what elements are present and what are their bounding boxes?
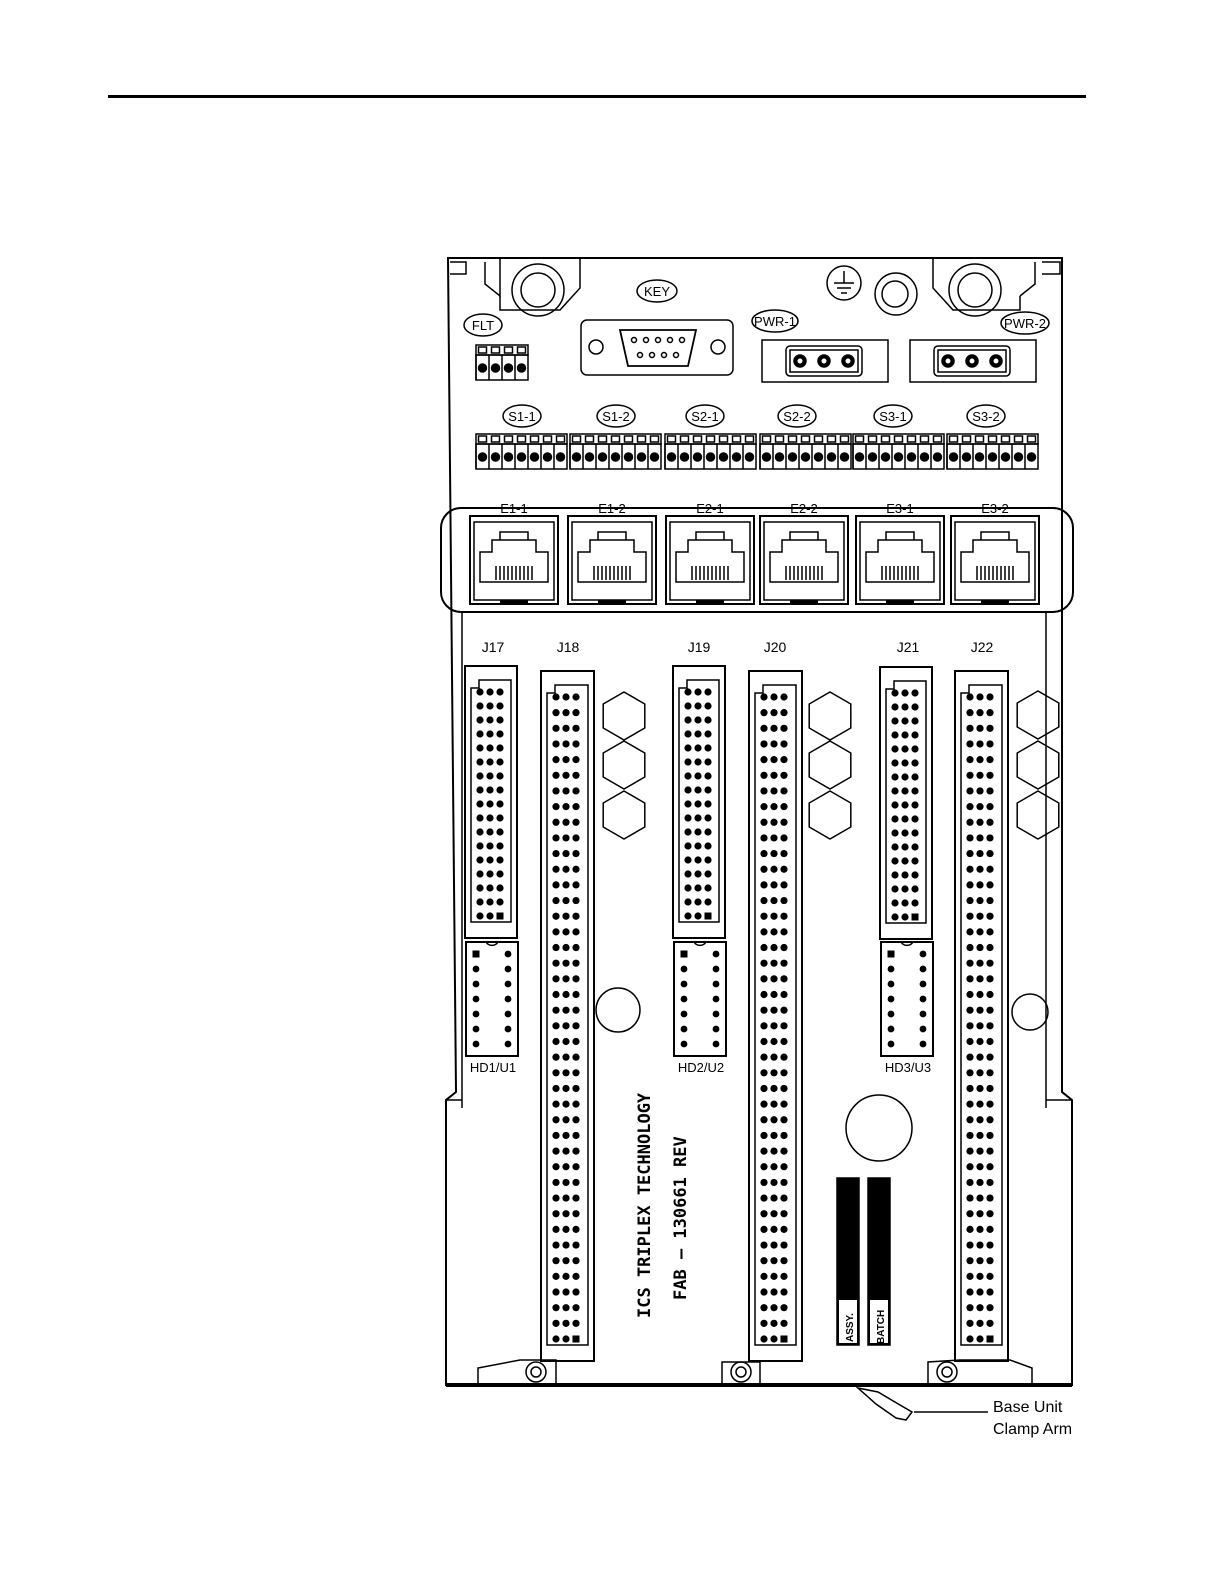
hex-standoff-4 bbox=[809, 692, 851, 740]
header-label-1: HD1/U1 bbox=[470, 1060, 516, 1075]
serial-label-s2-1: S2-1 bbox=[691, 409, 718, 424]
serial-label-s2-2: S2-2 bbox=[783, 409, 810, 424]
round-hole-2 bbox=[1012, 994, 1048, 1030]
ethernet-port-e3-1: E3-1 bbox=[856, 501, 944, 604]
header-label-3: HD3/U3 bbox=[885, 1060, 931, 1075]
pwr1-connector bbox=[762, 340, 888, 382]
hex-standoff-1 bbox=[603, 692, 645, 740]
hex-standoff-3 bbox=[603, 791, 645, 839]
ethernet-label-e2-1: E2-1 bbox=[696, 501, 723, 516]
board-text-manufacturer: ICS TRIPLEX TECHNOLOGY bbox=[635, 1092, 655, 1318]
serial-label-s1-1: S1-1 bbox=[508, 409, 535, 424]
hex-standoff-2 bbox=[603, 741, 645, 789]
flt-label: FLT bbox=[472, 318, 494, 333]
ethernet-bay bbox=[441, 508, 1073, 612]
jack-j17: J17 bbox=[465, 639, 517, 938]
header-hd3-u3: HD3/U3 bbox=[881, 942, 933, 1075]
clamp-callout-line1: Base Unit bbox=[993, 1399, 1063, 1416]
ethernet-label-e1-1: E1-1 bbox=[500, 501, 527, 516]
hex-standoff-6 bbox=[809, 791, 851, 839]
serial-block-6 bbox=[947, 434, 1038, 469]
db9-connector bbox=[581, 320, 733, 375]
jack-label-j22: J22 bbox=[971, 639, 994, 655]
jack-j20: J20 bbox=[749, 639, 802, 1361]
hex-standoff-5 bbox=[809, 741, 851, 789]
ethernet-port-e2-1: E2-1 bbox=[666, 501, 754, 604]
batch-strip: BATCH bbox=[868, 1178, 890, 1345]
jack-j21: J21 bbox=[880, 639, 932, 939]
ethernet-label-e2-2: E2-2 bbox=[790, 501, 817, 516]
jack-label-j17: J17 bbox=[482, 639, 505, 655]
bottom-screws bbox=[478, 1360, 1032, 1385]
serial-block-2 bbox=[570, 434, 661, 469]
clamp-callout-line2: Clamp Arm bbox=[993, 1421, 1072, 1438]
round-hole-3 bbox=[846, 1095, 912, 1161]
pwr2-label: PWR-2 bbox=[1004, 316, 1046, 331]
round-hole-1 bbox=[596, 988, 640, 1032]
serial-terminal-blocks bbox=[476, 434, 1038, 469]
ethernet-port-e3-2: E3-2 bbox=[951, 501, 1039, 604]
hex-standoff-9 bbox=[1017, 791, 1059, 839]
serial-block-1 bbox=[476, 434, 567, 469]
pwr2-connector bbox=[910, 340, 1036, 382]
serial-label-s1-2: S1-2 bbox=[602, 409, 629, 424]
jack-j19: J19 bbox=[673, 639, 725, 938]
serial-label-s3-2: S3-2 bbox=[972, 409, 999, 424]
flt-terminal-block bbox=[476, 345, 528, 380]
assy-label: ASSY. bbox=[845, 1313, 856, 1342]
board-text-fab: FAB – 130661 REV bbox=[671, 1136, 691, 1300]
key-label: KEY bbox=[644, 284, 670, 299]
jack-label-j20: J20 bbox=[764, 639, 787, 655]
serial-block-4 bbox=[760, 434, 851, 469]
ethernet-label-e1-2: E1-2 bbox=[598, 501, 625, 516]
ethernet-port-e2-2: E2-2 bbox=[760, 501, 848, 604]
ethernet-port-e1-2: E1-2 bbox=[568, 501, 656, 604]
mounting-hole-top-right bbox=[949, 264, 1001, 316]
serial-block-5 bbox=[853, 434, 944, 469]
serial-label-s3-1: S3-1 bbox=[879, 409, 906, 424]
jack-label-j19: J19 bbox=[688, 639, 711, 655]
jack-j18: J18 bbox=[541, 639, 594, 1361]
header-hd2-u2: HD2/U2 bbox=[674, 942, 726, 1075]
batch-label: BATCH bbox=[876, 1310, 887, 1344]
ground-symbol bbox=[827, 266, 861, 300]
jack-label-j21: J21 bbox=[897, 639, 920, 655]
pwr1-label: PWR-1 bbox=[754, 314, 796, 329]
hex-standoff-8 bbox=[1017, 741, 1059, 789]
ethernet-port-e1-1: E1-1 bbox=[470, 501, 558, 604]
serial-block-3 bbox=[665, 434, 756, 469]
jack-label-j18: J18 bbox=[557, 639, 580, 655]
flt-terminal bbox=[476, 345, 528, 380]
header-hd1-u1: HD1/U1 bbox=[466, 942, 518, 1075]
base-unit-clamp-arm bbox=[858, 1388, 988, 1420]
mounting-hole-top-left bbox=[512, 264, 564, 316]
header-label-2: HD2/U2 bbox=[678, 1060, 724, 1075]
ethernet-label-e3-1: E3-1 bbox=[886, 501, 913, 516]
hex-standoff-7 bbox=[1017, 691, 1059, 739]
ethernet-label-e3-2: E3-2 bbox=[981, 501, 1008, 516]
assy-strip: ASSY. bbox=[837, 1178, 859, 1345]
jack-j22: J22 bbox=[955, 639, 1008, 1361]
